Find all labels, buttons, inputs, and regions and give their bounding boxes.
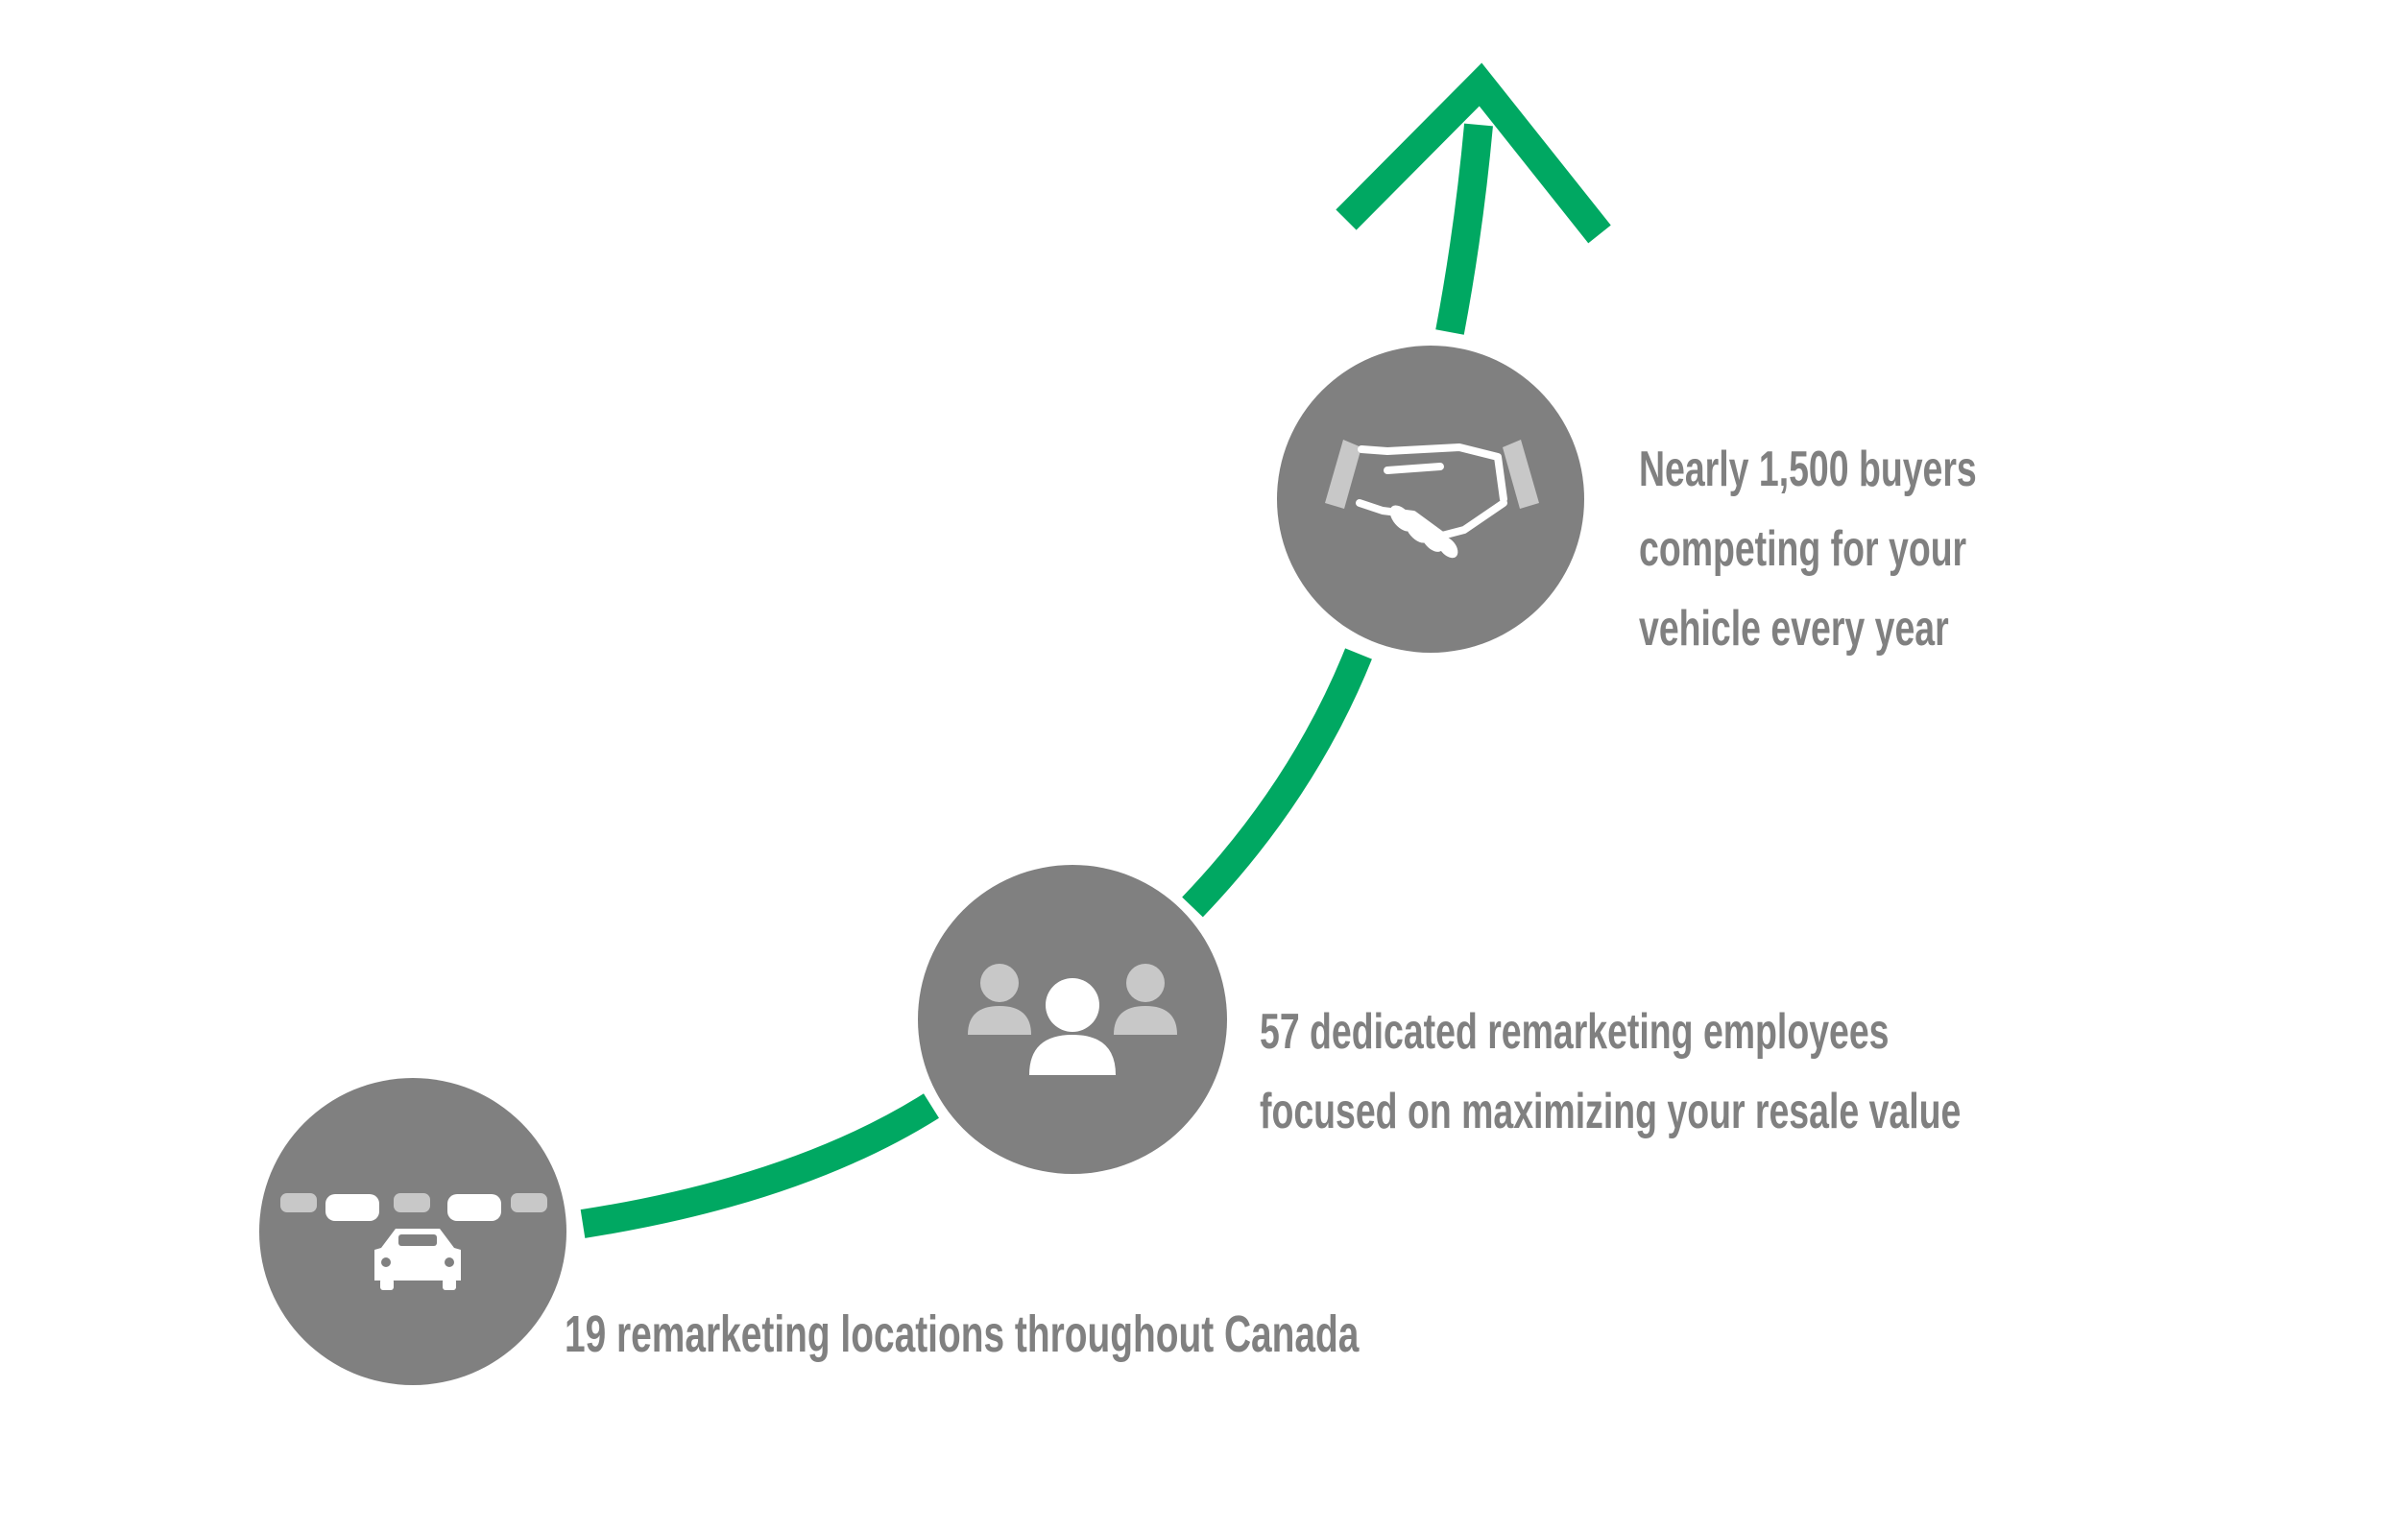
step-label-line: 57 dedicated remarketing employees bbox=[1260, 1004, 1890, 1060]
step-label-line: 19 remarketing locations throughout Cana… bbox=[565, 1305, 1360, 1363]
arrow-head-icon bbox=[1336, 62, 1611, 244]
path-segment-1 bbox=[580, 1093, 939, 1238]
handshake-icon bbox=[1325, 440, 1539, 559]
step-label-line: Nearly 1,500 buyers bbox=[1639, 442, 1977, 497]
step-label-line: vehicle every year bbox=[1639, 601, 1949, 657]
step-label-employees: 57 dedicated remarketing employees focus… bbox=[1260, 993, 1961, 1152]
path-segment-3 bbox=[1435, 123, 1493, 335]
cars-icon bbox=[280, 1193, 547, 1290]
growth-path bbox=[580, 123, 1493, 1238]
step-label-locations: 19 remarketing locations throughout Cana… bbox=[565, 1295, 1359, 1375]
step-circle-buyers bbox=[1277, 346, 1584, 653]
step-circle-locations bbox=[259, 1078, 566, 1385]
step-circle-employees bbox=[918, 865, 1227, 1174]
people-icon bbox=[968, 964, 1177, 1075]
step-label-buyers: Nearly 1,500 buyers competing for your v… bbox=[1639, 430, 1977, 669]
step-label-line: competing for your bbox=[1639, 521, 1967, 577]
path-segment-2 bbox=[1182, 648, 1372, 918]
step-label-line: focused on maximizing your resale value bbox=[1260, 1084, 1962, 1139]
